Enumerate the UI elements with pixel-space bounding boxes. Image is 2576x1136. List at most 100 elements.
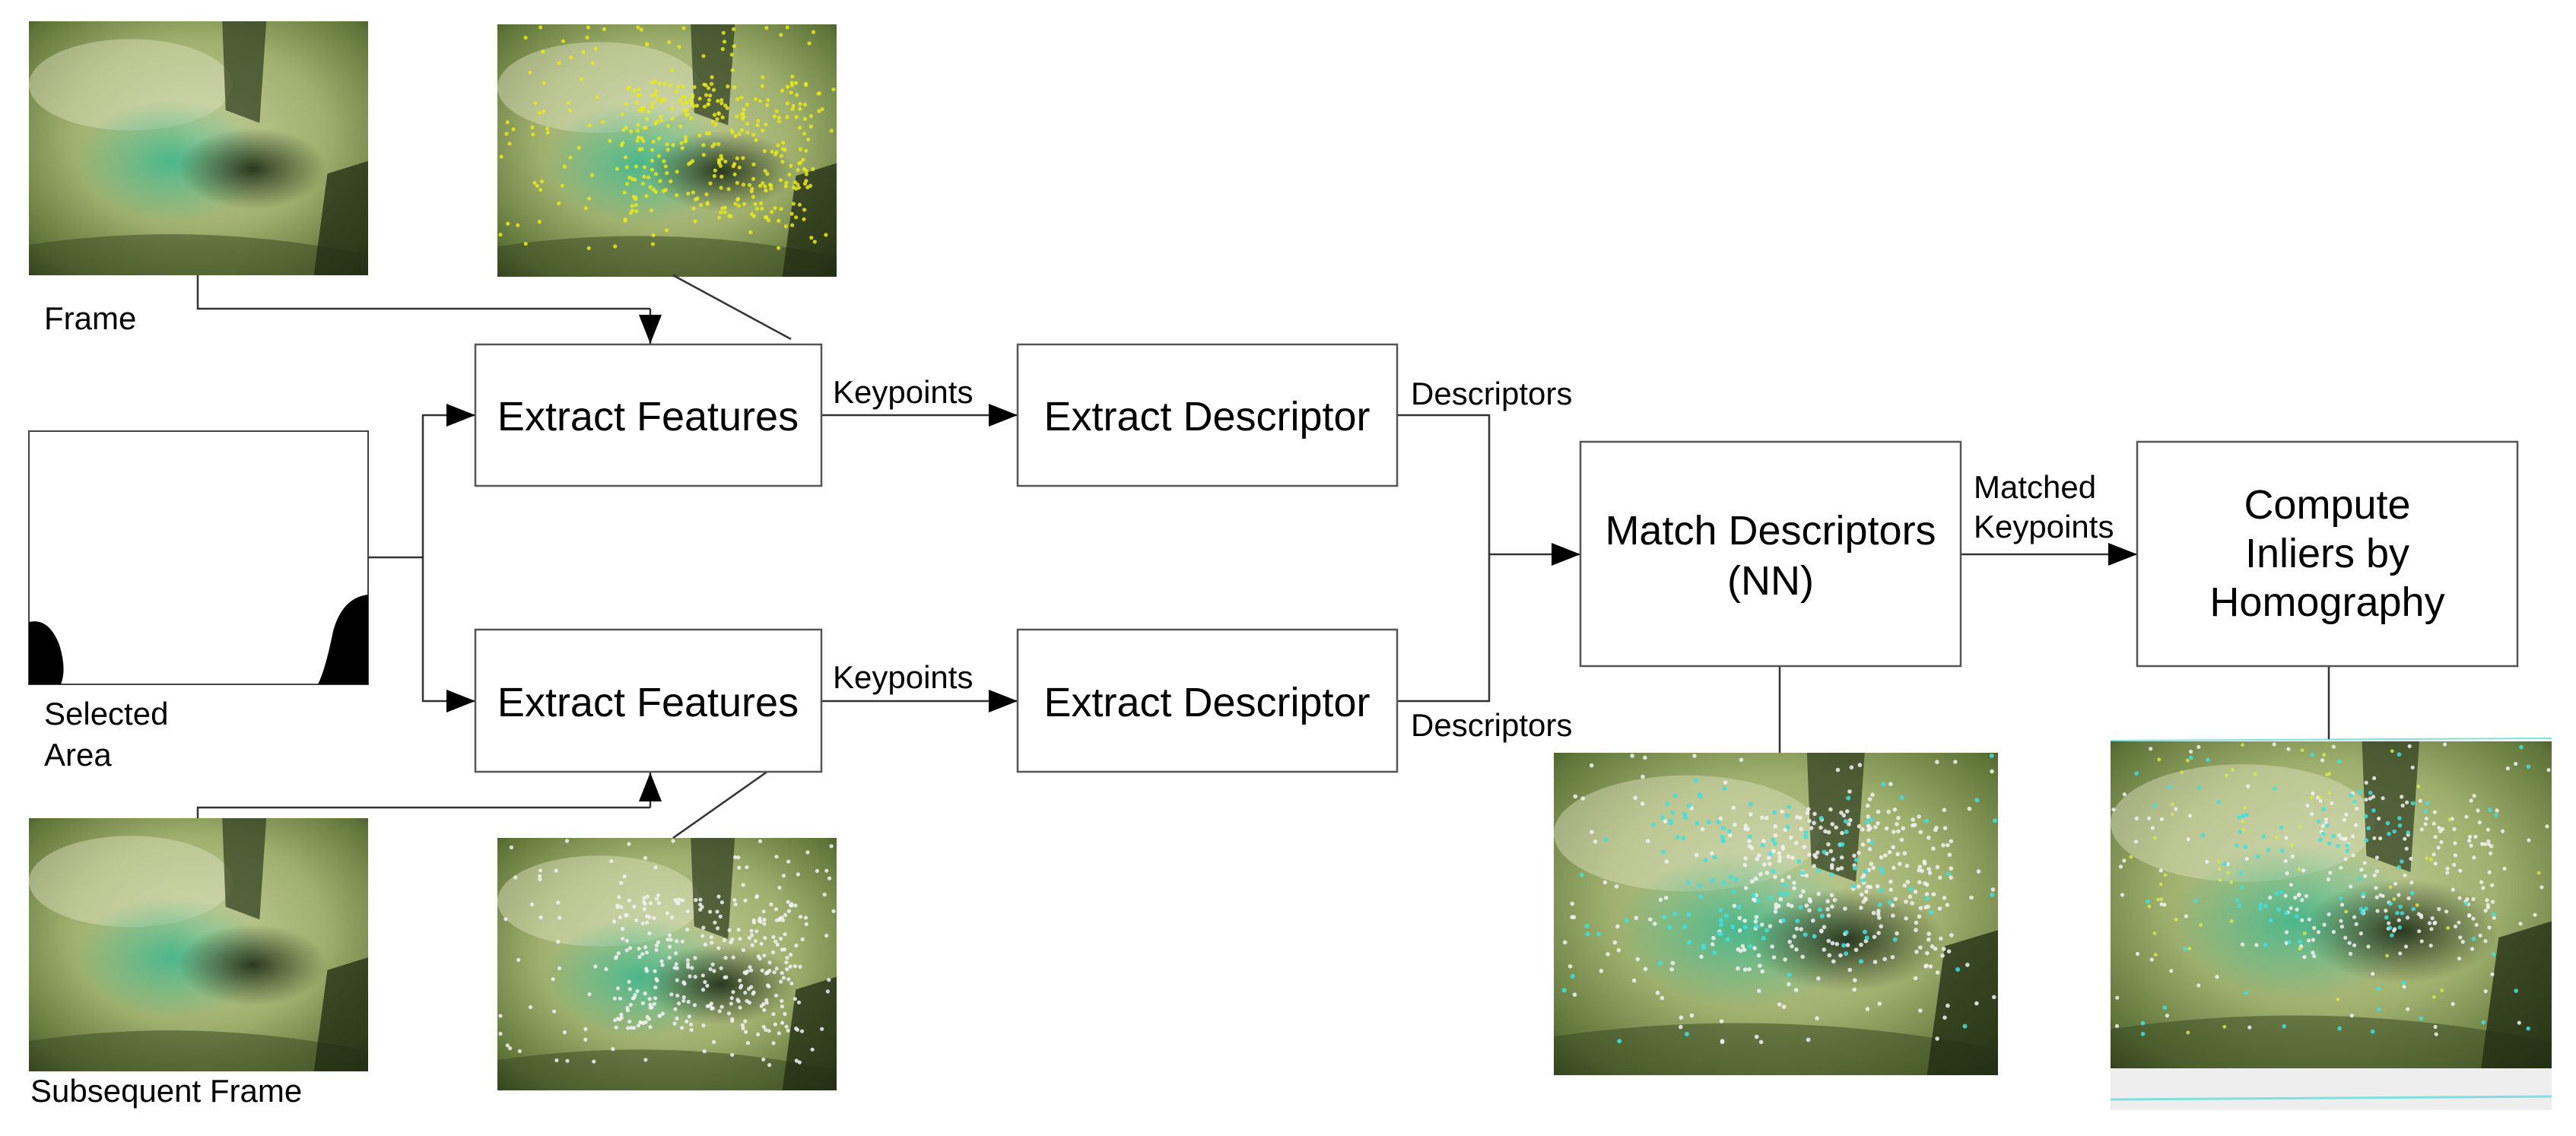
keypoint-dot	[680, 146, 684, 151]
keypoint-dot	[794, 115, 799, 119]
keypoint-dot	[1780, 844, 1785, 849]
keypoint-dot	[1812, 934, 1817, 939]
keypoint-dot	[2384, 915, 2389, 920]
keypoint-dot	[1834, 941, 1840, 947]
keypoint-dot	[2302, 955, 2307, 960]
keypoint-dot	[716, 946, 721, 950]
keypoint-dot	[2375, 909, 2380, 913]
keypoint-dot	[1859, 906, 1863, 910]
keypoint-dot	[763, 169, 767, 173]
keypoint-dot	[1747, 839, 1752, 844]
keypoint-dot	[1660, 995, 1665, 1001]
keypoint-dot	[1679, 1024, 1683, 1030]
keypoint-dot	[740, 1023, 745, 1027]
keypoint-dot	[1877, 1001, 1882, 1006]
keypoint-dot	[645, 42, 650, 46]
keypoint-dot	[669, 83, 673, 87]
keypoint-dot	[1667, 925, 1672, 930]
keypoint-dot	[2147, 904, 2152, 909]
keypoint-dots-yellow	[498, 25, 836, 250]
keypoint-dot	[758, 919, 763, 924]
keypoint-dot	[698, 897, 703, 902]
keypoint-dot	[2347, 941, 2352, 945]
keypoint-dot	[1766, 855, 1771, 861]
keypoint-dot	[615, 167, 620, 171]
keypoint-dot	[1768, 896, 1774, 901]
keypoint-dot	[1718, 908, 1723, 912]
keypoint-dot	[2159, 897, 2164, 902]
keypoint-dot	[736, 999, 741, 1004]
keypoint-dot	[2129, 855, 2133, 859]
keypoint-dot	[741, 883, 745, 887]
keypoint-dot	[639, 136, 644, 141]
keypoint-dot	[1819, 928, 1824, 933]
keypoint-dot	[2431, 821, 2436, 826]
keypoint-dot	[627, 979, 631, 984]
keypoint-dot	[2374, 855, 2379, 860]
keypoint-dot	[2320, 831, 2325, 836]
keypoint-dot	[537, 111, 542, 116]
keypoint-dot	[702, 104, 707, 109]
keypoint-dot	[761, 181, 765, 186]
keypoint-dot	[796, 872, 800, 877]
keypoint-dot	[644, 950, 650, 955]
keypoint-dot	[2205, 859, 2209, 865]
keypoint-dot	[1848, 817, 1853, 823]
keypoint-dot	[2180, 770, 2184, 775]
keypoint-dot	[1931, 846, 1936, 851]
keypoint-dot	[653, 996, 658, 1001]
keypoint-dot	[2296, 893, 2301, 897]
keypoint-dot	[568, 108, 573, 113]
keypoint-dot	[634, 100, 640, 105]
keypoint-dot	[622, 190, 627, 195]
keypoint-dot	[655, 119, 659, 124]
keypoint-dot	[719, 174, 724, 179]
keypoint-dot	[2330, 801, 2334, 805]
keypoint-dot	[1793, 988, 1799, 992]
keypoint-dot	[1799, 893, 1803, 899]
keypoint-dot	[532, 180, 537, 186]
keypoint-dot	[2472, 855, 2476, 860]
keypoint-dot	[615, 1017, 620, 1021]
keypoint-dot	[741, 182, 746, 187]
keypoint-dot	[663, 164, 668, 169]
keypoint-dot	[692, 84, 697, 90]
keypoint-dot	[681, 84, 686, 89]
keypoint-dot	[743, 898, 748, 903]
keypoint-dot	[1698, 894, 1704, 900]
keypoints-bottom-label: Keypoints	[833, 659, 973, 695]
keypoint-dot	[1736, 966, 1740, 971]
keypoint-dot	[531, 132, 535, 137]
keypoint-dot	[811, 167, 815, 171]
keypoint-dot	[640, 921, 645, 925]
keypoint-dot	[2366, 944, 2371, 949]
keypoint-dot	[800, 937, 805, 941]
keypoint-dot	[2485, 903, 2490, 907]
keypoint-dot	[686, 192, 691, 196]
keypoint-dot	[516, 957, 521, 962]
keypoint-dot	[1602, 880, 1608, 885]
keypoint-dot	[1931, 892, 1936, 896]
keypoint-dot	[708, 967, 713, 972]
keypoint-dot	[1771, 868, 1776, 874]
keypoint-dot	[691, 103, 696, 109]
keypoint-dot	[2453, 853, 2457, 858]
keypoint-dot	[1879, 866, 1884, 871]
keypoint-dot	[675, 939, 679, 944]
keypoint-dot	[770, 149, 774, 154]
keypoint-dot	[2152, 803, 2157, 808]
keypoint-dot	[1926, 867, 1931, 871]
keypoint-dot	[2453, 924, 2458, 928]
keypoint-dot	[1844, 819, 1848, 824]
keypoint-dot	[2247, 1025, 2252, 1030]
keypoint-dot	[1789, 835, 1793, 840]
keypoint-dot	[2400, 803, 2405, 808]
keypoint-dot	[614, 1025, 618, 1030]
keypoint-dot	[643, 1058, 648, 1062]
keypoint-dot	[2354, 823, 2358, 827]
keypoint-dot	[2302, 931, 2307, 935]
keypoint-dot	[583, 1027, 588, 1031]
keypoint-dot	[2197, 785, 2202, 790]
keypoint-dot	[627, 898, 631, 903]
keypoint-dot	[619, 905, 624, 909]
